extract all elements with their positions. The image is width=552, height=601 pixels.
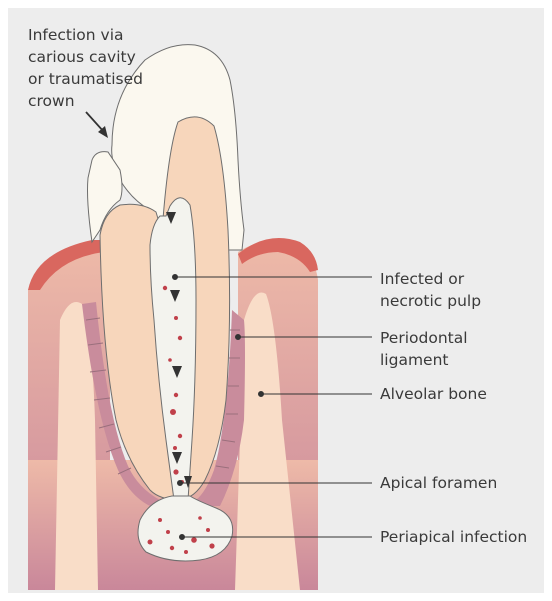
entry-label-line: carious cavity	[28, 46, 188, 68]
periodontal-ligament-label-line: ligament	[380, 349, 468, 371]
pulp-label-line: Infected or	[380, 268, 481, 290]
periapical-infection-label-line: Periapical infection	[380, 526, 527, 548]
pulp-label: Infected or necrotic pulp	[380, 268, 481, 312]
entry-label-line: Infection via	[28, 24, 188, 46]
entry-label-line: or traumatised	[28, 68, 188, 90]
entry-label: Infection via carious cavity or traumati…	[28, 24, 188, 112]
alveolar-bone-label-line: Alveolar bone	[380, 383, 487, 405]
periodontal-ligament-label-line: Periodontal	[380, 327, 468, 349]
alveolar-bone-label: Alveolar bone	[380, 383, 487, 405]
apical-foramen-label-line: Apical foramen	[380, 472, 497, 494]
periapical-infection-label: Periapical infection	[380, 526, 527, 548]
entry-label-line: crown	[28, 90, 188, 112]
pulp-label-line: necrotic pulp	[380, 290, 481, 312]
apical-foramen-label: Apical foramen	[380, 472, 497, 494]
periodontal-ligament-label: Periodontal ligament	[380, 327, 468, 371]
